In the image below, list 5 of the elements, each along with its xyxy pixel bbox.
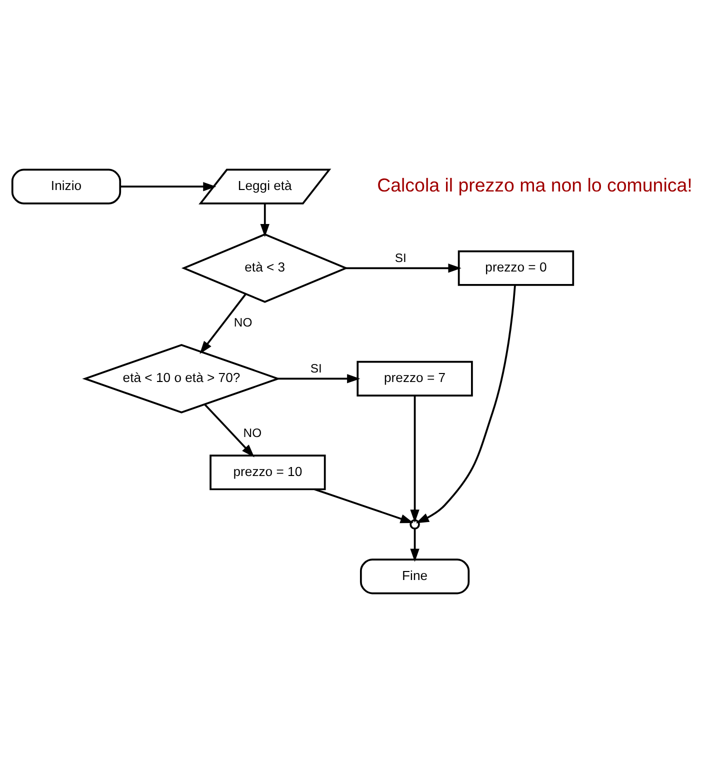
edge-label: SI [310,361,322,376]
edge-label: SI [394,250,406,264]
edge-label: NO [234,315,252,330]
edge-label: NO [243,426,262,440]
label: Calcola il prezzo ma non lo comunica! [377,174,692,195]
